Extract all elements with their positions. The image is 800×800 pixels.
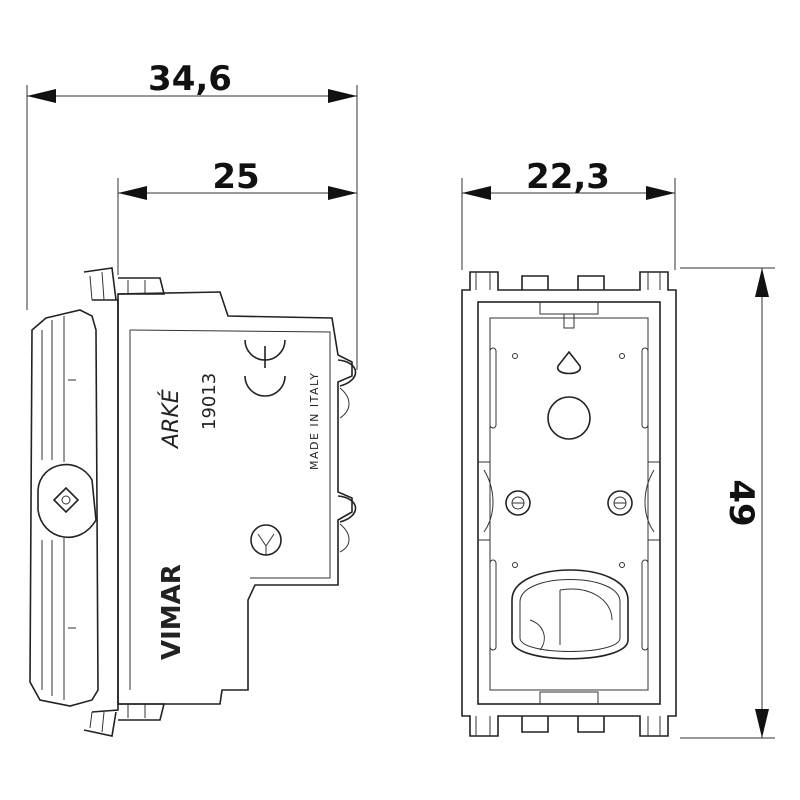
keyhole-icon (557, 350, 581, 375)
imq-mark-icon (250, 524, 282, 556)
dimension-label-body-depth: 25 (212, 157, 259, 197)
product-code: 19013 (199, 373, 220, 430)
front-plate (29, 309, 99, 707)
dimension-front-width: 22,3 (461, 157, 676, 270)
screw-terminal-icon (607, 490, 633, 516)
origin-mark: MADE IN ITALY (308, 372, 321, 470)
dimension-body-depth: 25 (117, 157, 357, 275)
front-view (461, 271, 677, 737)
dimension-label-front-width: 22,3 (526, 157, 610, 197)
screw-terminal-icon (505, 490, 531, 516)
side-view: ARKÉ 19013 MADE IN ITALY VIMAR (29, 267, 357, 737)
dimension-overall-depth: 34,6 (26, 59, 358, 370)
dimension-label-front-height: 49 (721, 479, 761, 526)
brand-mark: VIMAR (157, 564, 187, 660)
switch-body (117, 291, 353, 705)
ce-mark-icon (244, 339, 286, 397)
rocker-pivot (37, 463, 97, 538)
dimension-label-overall-depth: 34,6 (148, 59, 232, 99)
series-mark: ARKÉ (158, 389, 184, 450)
front-frame (461, 271, 677, 737)
dimension-front-height: 49 (680, 267, 775, 739)
